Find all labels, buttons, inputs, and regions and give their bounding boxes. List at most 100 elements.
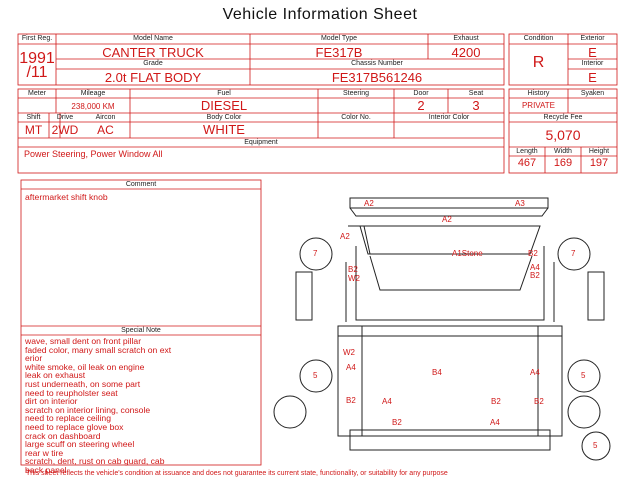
special-note-label: Special Note <box>121 327 161 334</box>
mileage-label: Mileage <box>80 90 106 97</box>
chassis-number-label: Chassis Number <box>351 60 403 67</box>
exterior-value: E <box>588 45 597 60</box>
damage-a2-cab-left: A2 <box>340 232 350 241</box>
body-color-label: Body Color <box>206 114 242 121</box>
info-table-top <box>17 33 505 86</box>
model-name-value: CANTER TRUCK <box>102 45 204 60</box>
damage-a4-bottom-right: A4 <box>490 418 500 427</box>
fuel-label: Fuel <box>217 90 231 97</box>
interior-label: Interior <box>581 60 604 67</box>
special-note-line: scratch on interior lining, console <box>25 404 151 415</box>
height-label: Height <box>588 148 610 155</box>
meter-label: Meter <box>28 90 46 97</box>
damage-b2-cab-right-low: B2 <box>530 271 540 280</box>
length-value: 467 <box>517 157 537 169</box>
seat-label: Seat <box>468 90 484 97</box>
history-label: History <box>527 90 550 97</box>
mileage-value: 238,000 KM <box>71 102 115 111</box>
special-note-line: need to reupholster seat <box>25 387 118 398</box>
damage-b2-bottom-left: B2 <box>392 418 402 427</box>
footer-disclaimer: This sheet reflects the vehicle's condit… <box>26 470 448 477</box>
body-color-value: WHITE <box>203 122 245 137</box>
width-label: Width <box>554 148 572 155</box>
damage-w2-door-left: W2 <box>348 274 360 283</box>
special-note-line: wave, small dent on front pillar <box>25 336 142 346</box>
tire-front-left-mark: 7 <box>313 249 318 258</box>
special-note-line: scratch, dent, rust on cab guard, cab <box>25 456 165 467</box>
door-label: Door <box>413 90 429 97</box>
model-name-label: Model Name <box>133 35 173 42</box>
exhaust-value: 4200 <box>451 45 481 60</box>
equipment-value: Power Steering, Power Window All <box>24 149 163 159</box>
info-table-mid <box>17 88 505 174</box>
drive-value: 2WD <box>51 123 79 137</box>
truck-diagram <box>273 197 611 461</box>
comment-text: aftermarket shift knob <box>25 192 108 202</box>
damage-a4-side-left: A4 <box>346 363 356 372</box>
recycle-fee-label: Recycle Fee <box>543 114 583 121</box>
damage-b2-cab-right: B2 <box>528 249 538 258</box>
length-label: Length <box>516 148 538 155</box>
exterior-label: Exterior <box>580 35 605 42</box>
steering-label: Steering <box>342 90 370 97</box>
equipment-label: Equipment <box>244 139 278 146</box>
special-note-line: erior <box>25 353 43 364</box>
door-value: 2 <box>417 98 425 113</box>
comment-label: Comment <box>125 181 157 188</box>
recycle-fee-value: 5,070 <box>545 127 581 143</box>
grade-label: Grade <box>143 60 163 67</box>
history-table <box>508 88 618 174</box>
damage-a2-top-center: A2 <box>442 215 452 224</box>
special-note-line: dirt on interior <box>25 396 78 407</box>
color-no-label: Color No. <box>341 114 371 121</box>
grade-value: 2.0t FLAT BODY <box>104 70 202 85</box>
special-note-line: need to replace glove box <box>25 421 124 432</box>
aircon-value: AC <box>97 123 114 137</box>
interior-color-label: Interior Color <box>428 114 470 121</box>
shift-label: Shift <box>26 114 41 121</box>
special-note-line: need to replace ceiling <box>25 413 111 424</box>
first-reg-month: /11 <box>26 64 48 81</box>
shift-value: MT <box>24 123 43 137</box>
damage-b2-rear-right: B2 <box>534 397 544 406</box>
aircon-label: Aircon <box>95 114 116 121</box>
damage-b2-rear-left: B2 <box>346 396 356 405</box>
special-note-line: back panel <box>25 464 67 475</box>
tire-spare-mark: 5 <box>593 441 598 450</box>
first-reg-year: 1991 <box>19 50 55 67</box>
condition-value: R <box>532 54 545 71</box>
tire-rear-left-mark: 5 <box>313 371 318 380</box>
history-value: PRIVATE <box>521 101 556 110</box>
tire-rear-right-mark: 5 <box>581 371 586 380</box>
special-note-line: large scuff on steering wheel <box>25 439 135 450</box>
interior-value: E <box>588 70 597 85</box>
damage-a1-stone: A1Stone <box>452 249 483 258</box>
damage-a4-cab-right: A4 <box>530 263 540 272</box>
damage-b4-bed-center: B4 <box>432 368 442 377</box>
special-note-line: rust underneath, on some part <box>25 378 141 389</box>
sheet-title: Vehicle Information Sheet <box>222 6 418 23</box>
damage-b2-rear-center: B2 <box>491 397 501 406</box>
special-note-line: white smoke, oil leak on engine <box>25 361 145 372</box>
condition-label: Condition <box>523 35 554 42</box>
width-value: 169 <box>553 157 573 169</box>
condition-table <box>508 33 618 86</box>
syaken-label: Syaken <box>580 90 605 97</box>
exhaust-label: Exhaust <box>453 35 479 42</box>
damage-a4-rear-left: A4 <box>382 397 392 406</box>
drive-label: Drive <box>56 114 74 121</box>
chassis-number-value: FE317B561246 <box>331 70 423 85</box>
model-type-label: Model Type <box>320 35 358 42</box>
special-note-line: faded color, many small scratch on ext <box>25 344 172 355</box>
damage-a4-side-right: A4 <box>530 368 540 377</box>
special-note-line: rear w tire <box>25 447 64 458</box>
special-note-line: leak on exhaust <box>25 370 86 381</box>
notes-box <box>20 179 262 466</box>
seat-value: 3 <box>472 98 480 113</box>
damage-b2-door-left: B2 <box>348 265 358 274</box>
damage-w2-side-left: W2 <box>343 348 355 357</box>
damage-a3-top-right: A3 <box>515 199 525 208</box>
height-value: 197 <box>589 157 609 169</box>
